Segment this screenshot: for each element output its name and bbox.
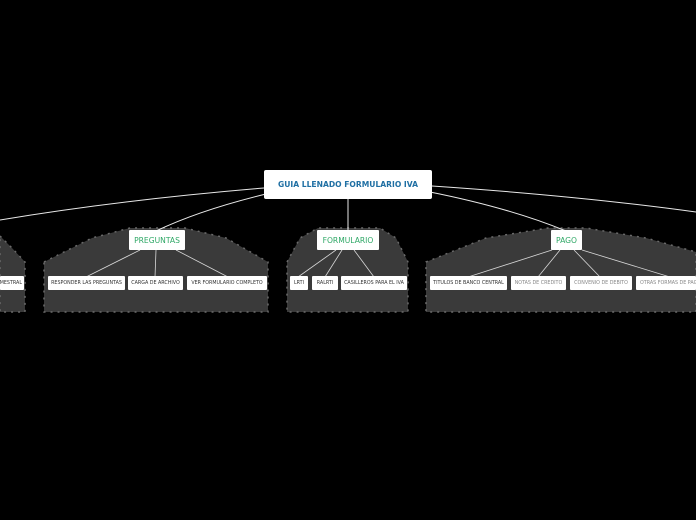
root-node[interactable]: GUIA LLENADO FORMULARIO IVA — [264, 170, 432, 199]
connector-root-left-offscreen — [0, 187, 265, 221]
leaf-node-ralrti[interactable]: RALRTI — [312, 276, 338, 290]
leaf-node-casilleros-iva[interactable]: CASILLEROS PARA EL IVA — [341, 276, 407, 290]
leaf-node-partial[interactable]: MESTRAL — [0, 276, 24, 290]
connector-preguntas-leaf-1 — [85, 249, 141, 278]
branch-node-pago[interactable]: PAGO — [551, 230, 582, 250]
connector-formulario-leaf-2 — [324, 249, 343, 278]
leaf-node-lrti[interactable]: LRTI — [290, 276, 308, 290]
connector-preguntas-leaf-2 — [154, 249, 157, 278]
connector-formulario-leaf-1 — [297, 249, 337, 278]
connector-root-pago — [429, 191, 567, 232]
connector-root-preguntas — [155, 193, 267, 232]
group-background-pago — [425, 227, 696, 313]
leaf-node-ver-formulario[interactable]: VER FORMULARIO COMPLETO — [187, 276, 267, 290]
connector-pago-leaf-2 — [537, 249, 561, 278]
group-background-preguntas — [43, 227, 269, 313]
leaf-node-otras-formas-pago[interactable]: OTRAS FORMAS DE PAGO — [636, 276, 696, 290]
leaf-node-notas-credito[interactable]: NOTAS DE CREDITO — [511, 276, 566, 290]
connector-pago-leaf-3 — [573, 249, 601, 278]
connector-formulario-leaf-3 — [353, 249, 375, 278]
leaf-node-titulos-banco[interactable]: TITULOS DE BANCO CENTRAL — [430, 276, 507, 290]
group-background-left-partial — [0, 234, 26, 313]
connector-preguntas-leaf-3 — [175, 249, 229, 278]
branch-node-formulario[interactable]: FORMULARIO — [317, 230, 379, 250]
leaf-node-responder-preguntas[interactable]: RESPONDER LAS PREGUNTAS — [48, 276, 125, 290]
leaf-node-carga-archivo[interactable]: CARGA DE ARCHIVO — [128, 276, 183, 290]
connector-pago-leaf-1 — [467, 249, 553, 278]
connector-pago-leaf-4 — [581, 249, 671, 278]
branch-node-preguntas[interactable]: PREGUNTAS — [129, 230, 185, 250]
leaf-node-convenio-debito[interactable]: CONVENIO DE DEBITO — [570, 276, 632, 290]
connector-root-right-offscreen — [431, 185, 696, 213]
